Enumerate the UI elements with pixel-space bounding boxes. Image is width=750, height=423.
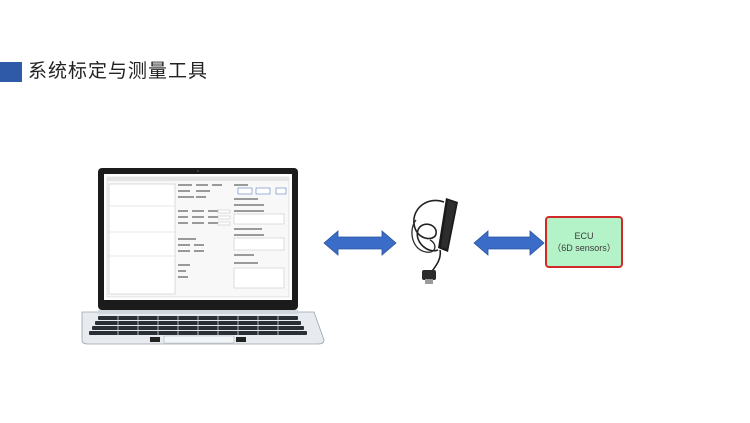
double-arrow-icon xyxy=(473,230,545,256)
ecu-box: ECU （6D sensors） xyxy=(545,216,623,268)
double-arrow-icon xyxy=(323,230,397,256)
ecu-label: ECU xyxy=(574,231,594,241)
cable-icon xyxy=(411,198,458,284)
page-title: 系统标定与测量工具 xyxy=(28,61,209,82)
ecu-sensors-label: （6D sensors） xyxy=(552,243,616,253)
laptop-icon xyxy=(81,168,325,345)
title-marker xyxy=(0,62,22,82)
